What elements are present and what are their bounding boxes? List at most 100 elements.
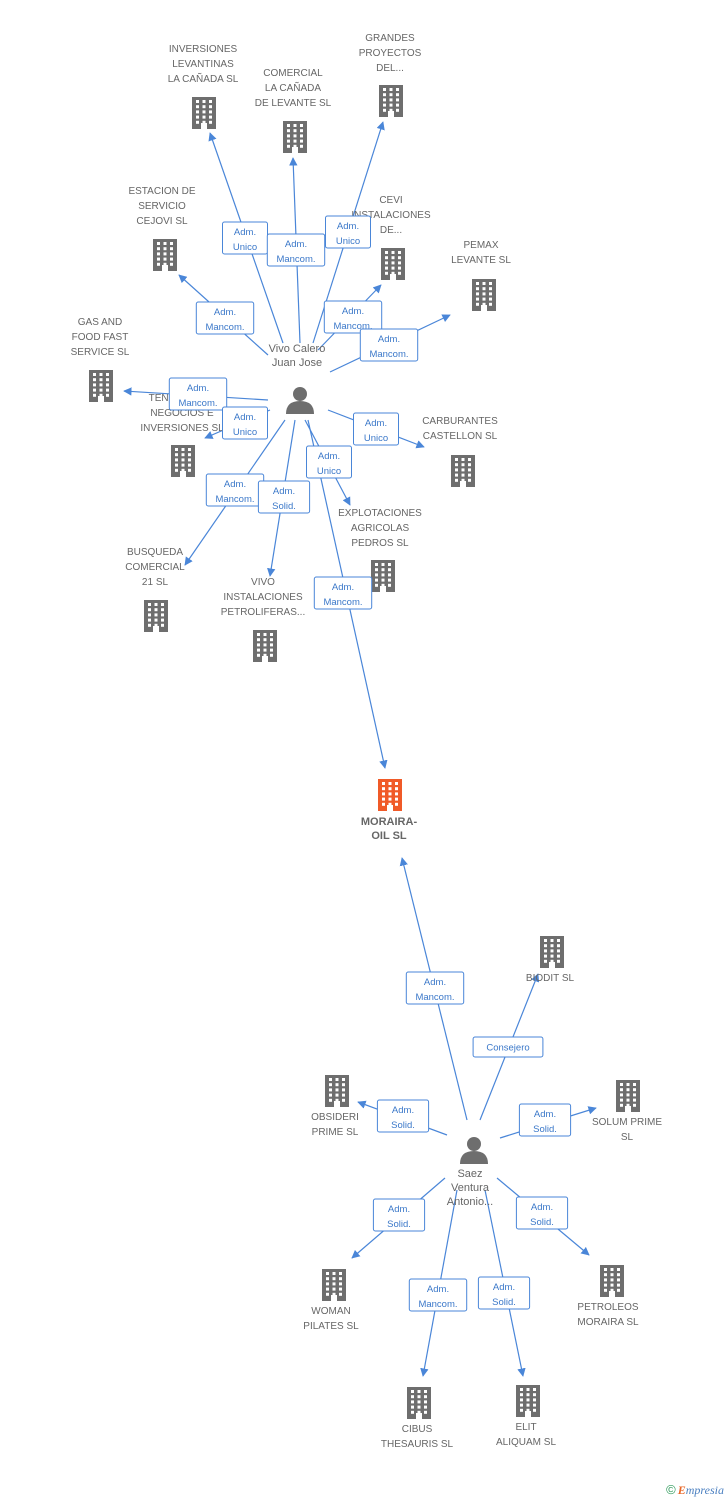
company-label-c16-line: WOMAN [311, 1306, 350, 1317]
company-building-icon-c14[interactable] [325, 1075, 349, 1107]
window [339, 1272, 342, 1275]
role-badge-p1-c10[interactable]: Adm.Unico [306, 445, 352, 479]
window [154, 623, 158, 627]
role-text-line: Unico [317, 466, 341, 477]
window [326, 1272, 329, 1275]
window [526, 1398, 530, 1402]
window [482, 287, 486, 291]
role-text-line: Solid. [387, 1219, 411, 1230]
window [626, 1083, 630, 1086]
role-badge-p1-c5[interactable]: Adm.Mancom. [323, 300, 383, 334]
role-badge-p1-c4[interactable]: Adm. Mancom. [195, 301, 255, 335]
window [417, 1410, 421, 1414]
window [106, 378, 109, 382]
company-building-icon-c8[interactable] [171, 445, 195, 477]
window [455, 463, 458, 467]
window [610, 1268, 614, 1271]
window [489, 297, 492, 301]
window [257, 653, 260, 657]
role-badge-p2-focus[interactable]: Adm.Mancom. [405, 971, 465, 1005]
role-badge-p1-c6[interactable]: Adm.Mancom. [359, 328, 419, 362]
role-badge-p1-c3[interactable]: Adm.Unico [325, 215, 371, 249]
company-building-icon-c7[interactable] [89, 370, 113, 402]
person-icon-p1[interactable] [286, 387, 314, 414]
company-building-icon-c15[interactable] [616, 1080, 640, 1112]
window [389, 88, 393, 91]
role-badge-p2-c13[interactable]: Consejero [472, 1036, 544, 1058]
company-label-c3-line: DEL... [376, 63, 404, 74]
window [461, 478, 465, 482]
window [417, 1395, 421, 1399]
window [388, 792, 392, 796]
company-building-icon-c6[interactable] [472, 279, 496, 311]
role-text-line: Adm. [427, 1284, 449, 1295]
window [424, 1395, 427, 1399]
window [526, 1393, 530, 1397]
window [270, 648, 273, 652]
window [604, 1273, 607, 1277]
company-label-c13: BIODIT SL [526, 973, 575, 984]
window [332, 1287, 336, 1291]
role-text-line: Adm. [214, 307, 236, 318]
role-badge-p1-c11[interactable]: Adm.Mancom. [205, 473, 265, 507]
person-icon-p2[interactable] [460, 1137, 488, 1164]
company-building-icon-c11[interactable] [144, 600, 168, 632]
company-building-icon-c16[interactable] [322, 1269, 346, 1301]
company-building-icon-c10[interactable] [371, 560, 395, 592]
empresia-watermark[interactable]: ©Empresia [666, 1482, 724, 1498]
role-badge-p2-c18[interactable]: Adm.Mancom. [408, 1278, 468, 1312]
company-building-icon-c5[interactable] [381, 248, 405, 280]
door [625, 1106, 631, 1112]
window [533, 1388, 536, 1391]
window [385, 251, 388, 254]
role-badge-p2-c15[interactable]: Adm.Solid. [518, 1103, 572, 1137]
company-building-icon-c2[interactable] [283, 121, 307, 153]
company-building-icon-c3[interactable] [379, 85, 403, 117]
role-badge-box [323, 300, 383, 334]
company-label-c1-line: LA CAÑADA SL [168, 72, 239, 85]
role-text-line: Adm. [342, 306, 364, 317]
role-badge-p1-focus[interactable]: Adm.Mancom. [313, 576, 373, 610]
window [326, 1277, 329, 1281]
role-badge-p2-c14[interactable]: Adm.Solid. [376, 1099, 430, 1133]
focus-company-building-icon[interactable] [378, 779, 402, 811]
role-badge-p1-c9[interactable]: Adm.Unico [353, 412, 399, 446]
window [329, 1098, 332, 1102]
window [557, 959, 560, 963]
company-building-icon-c4[interactable] [153, 239, 177, 271]
role-badge-p1-c8[interactable]: Adm.Unico [222, 406, 268, 440]
company-building-icon-c1[interactable] [192, 97, 216, 129]
role-text-line: Mancom. [205, 322, 244, 333]
role-badge-p1-c1[interactable]: Adm.Unico [222, 221, 268, 255]
role-badge-p2-c19[interactable]: Adm.Solid. [477, 1276, 531, 1310]
company-building-icon-c18[interactable] [407, 1387, 431, 1419]
window [148, 618, 151, 622]
role-text: Consejero [486, 1043, 529, 1054]
company-label-c12-line: VIVO [251, 577, 275, 588]
company-building-icon-c12[interactable] [253, 630, 277, 662]
role-badge-p1-c7[interactable]: Adm.Mancom. [168, 377, 228, 411]
window [93, 388, 96, 392]
company-building-icon-c9[interactable] [451, 455, 475, 487]
company-label-c4-line: ESTACION DE [128, 186, 195, 197]
role-badge-p2-c17[interactable]: Adm.Solid. [515, 1196, 569, 1230]
company-building-icon-c13[interactable] [540, 936, 564, 968]
role-badge-p1-c2[interactable]: Adm.Mancom. [266, 233, 326, 267]
focus-company-label: MORAIRA-OIL SL [361, 816, 418, 842]
company-label-c5-line: DE... [380, 225, 402, 236]
role-badge-box [518, 1103, 572, 1137]
company-building-icon-c17[interactable] [600, 1265, 624, 1297]
role-badge-p2-c16[interactable]: Adm.Solid. [372, 1198, 426, 1232]
role-text-line: Adm. [392, 1105, 414, 1116]
window [489, 287, 492, 291]
window [620, 1098, 623, 1102]
role-badge-p1-c12[interactable]: Adm.Solid. [257, 480, 311, 514]
window [455, 473, 458, 477]
window [396, 108, 399, 112]
door [153, 626, 159, 632]
window [335, 1098, 339, 1102]
company-building-icon-c19[interactable] [516, 1385, 540, 1417]
